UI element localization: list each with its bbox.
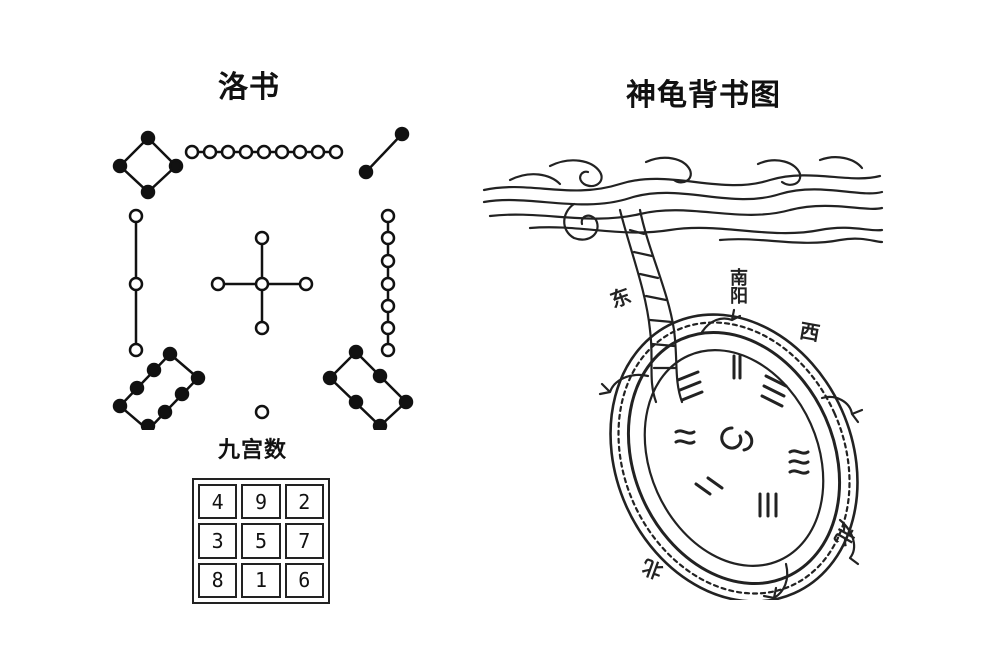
magic-cell: 4 xyxy=(198,484,238,520)
dot-group-7 xyxy=(380,208,396,358)
dot-group-9 xyxy=(184,144,344,160)
magic-cell: 7 xyxy=(284,523,324,559)
luoshu-title: 洛书 xyxy=(218,70,280,105)
magic-cell: 6 xyxy=(284,562,324,598)
black-dot xyxy=(140,184,156,200)
magic-square: 4 9 2 3 5 7 8 1 6 xyxy=(192,478,330,604)
shell-marks-icon xyxy=(674,354,810,518)
magic-cell: 2 xyxy=(284,484,324,520)
direction-south: 南阳 xyxy=(727,268,748,304)
magic-cell: 8 xyxy=(198,562,238,598)
magic-square-title: 九宫数 xyxy=(218,438,288,463)
magic-cell: 1 xyxy=(241,562,281,598)
dot-group-6 xyxy=(322,344,414,430)
black-dot xyxy=(140,130,156,146)
black-dot xyxy=(112,158,128,174)
turtle-illustration xyxy=(482,156,884,600)
dot-group-3 xyxy=(128,208,144,358)
magic-cell: 3 xyxy=(198,523,238,559)
dot-group-2 xyxy=(358,126,410,180)
dot-group-8 xyxy=(112,346,206,430)
cloud-band-icon xyxy=(482,156,884,244)
turtle-title: 神龟背书图 xyxy=(626,78,781,113)
black-dot xyxy=(168,158,184,174)
luoshu-diagram xyxy=(112,126,414,430)
dot-group-1 xyxy=(254,404,270,420)
dot-group-5 xyxy=(210,230,314,336)
turtle-shell-icon xyxy=(609,313,859,600)
turtle-legs-icon xyxy=(598,308,864,600)
dot-group-4 xyxy=(112,130,184,200)
magic-cell: 5 xyxy=(241,523,281,559)
magic-cell: 9 xyxy=(241,484,281,520)
